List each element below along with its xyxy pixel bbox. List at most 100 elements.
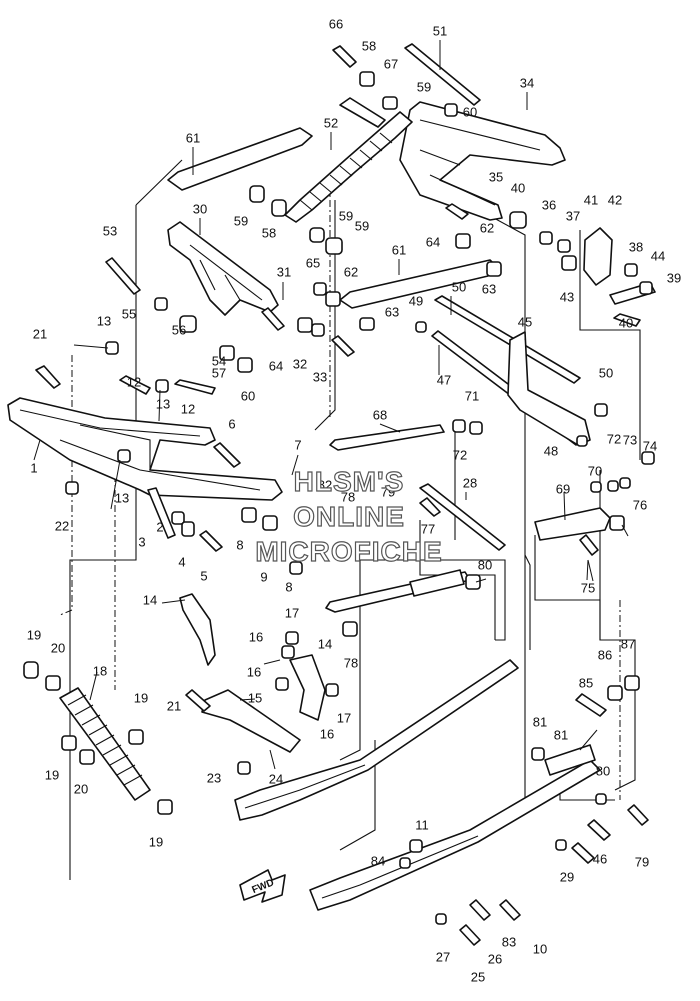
- callout-21: 21: [33, 326, 47, 341]
- left-skid-rail: [234, 659, 519, 821]
- callout-59: 59: [417, 79, 431, 94]
- callout-78: 78: [344, 655, 358, 670]
- callout-60: 60: [463, 104, 477, 119]
- callout-1: 1: [30, 460, 37, 475]
- callout-64: 64: [426, 234, 440, 249]
- callout-7: 7: [294, 437, 301, 452]
- callout-71: 71: [465, 388, 479, 403]
- callout-34: 34: [520, 75, 534, 90]
- callout-65: 65: [306, 255, 320, 270]
- callout-53: 53: [103, 223, 117, 238]
- callout-69: 69: [556, 481, 570, 496]
- right-skid-rail: [309, 759, 601, 911]
- callout-16: 16: [249, 629, 263, 644]
- callout-26: 26: [488, 951, 502, 966]
- callout-58: 58: [362, 38, 376, 53]
- hardware: [23, 45, 655, 946]
- callout-21: 21: [167, 698, 181, 713]
- callout-87: 87: [621, 636, 635, 651]
- callout-12: 12: [127, 374, 141, 389]
- callout-70: 70: [588, 463, 602, 478]
- callout-9: 9: [260, 569, 267, 584]
- callout-62: 62: [480, 220, 494, 235]
- callout-60: 60: [241, 388, 255, 403]
- part-shapes: [7, 43, 656, 911]
- callout-8: 8: [236, 537, 243, 552]
- callout-57: 57: [212, 365, 226, 380]
- callout-30: 30: [193, 201, 207, 216]
- callout-8: 8: [285, 579, 292, 594]
- callout-55: 55: [122, 306, 136, 321]
- callout-63: 63: [385, 304, 399, 319]
- callout-62: 62: [344, 264, 358, 279]
- callout-18: 18: [93, 663, 107, 678]
- callout-numbers: 1234567889101112121313131414151616161717…: [27, 16, 681, 984]
- callout-68: 68: [373, 407, 387, 422]
- watermark: HLSM'S ONLINE MICROFICHE: [255, 465, 443, 567]
- callout-80: 80: [478, 557, 492, 572]
- callout-42: 42: [608, 192, 622, 207]
- callout-6: 6: [228, 416, 235, 431]
- callout-17: 17: [337, 710, 351, 725]
- callout-19: 19: [134, 690, 148, 705]
- callout-72: 72: [453, 447, 467, 462]
- front-shock-spring: [59, 687, 151, 801]
- watermark-line-2: ONLINE: [293, 501, 405, 532]
- callout-58: 58: [262, 225, 276, 240]
- callout-19: 19: [45, 767, 59, 782]
- callout-27: 27: [436, 949, 450, 964]
- callout-23: 23: [207, 770, 221, 785]
- callout-79: 79: [635, 854, 649, 869]
- watermark-line-1: HLSM'S: [294, 466, 405, 497]
- callout-16: 16: [320, 726, 334, 741]
- callout-64: 64: [269, 358, 283, 373]
- callout-31: 31: [277, 264, 291, 279]
- callout-40: 40: [511, 180, 525, 195]
- callout-67: 67: [384, 56, 398, 71]
- callout-49: 49: [409, 293, 423, 308]
- front-a-arm: [7, 397, 283, 501]
- callout-54: 54: [212, 353, 226, 368]
- callout-37: 37: [566, 208, 580, 223]
- callout-40: 40: [619, 315, 633, 330]
- callout-77: 77: [421, 521, 435, 536]
- callout-13: 13: [156, 396, 170, 411]
- callout-20: 20: [51, 640, 65, 655]
- callout-33: 33: [313, 369, 327, 384]
- callout-59: 59: [339, 208, 353, 223]
- callout-86: 86: [598, 647, 612, 662]
- callout-19: 19: [27, 627, 41, 642]
- callout-79: 79: [381, 484, 395, 499]
- callout-72: 72: [607, 431, 621, 446]
- callout-47: 47: [437, 372, 451, 387]
- callout-19: 19: [149, 834, 163, 849]
- callout-66: 66: [329, 16, 343, 31]
- callout-56: 56: [172, 322, 186, 337]
- callout-59: 59: [234, 213, 248, 228]
- callout-25: 25: [471, 969, 485, 984]
- callout-17: 17: [285, 605, 299, 620]
- callout-81: 81: [533, 714, 547, 729]
- callout-29: 29: [560, 869, 574, 884]
- callout-22: 22: [55, 518, 69, 533]
- callout-84: 84: [371, 853, 385, 868]
- callout-73: 73: [623, 432, 637, 447]
- callout-52: 52: [324, 115, 338, 130]
- callout-78: 78: [341, 489, 355, 504]
- callout-14: 14: [318, 636, 332, 651]
- rear-shock-spring: [284, 97, 413, 223]
- callout-50: 50: [452, 279, 466, 294]
- callout-80: 80: [596, 763, 610, 778]
- callout-16: 16: [247, 664, 261, 679]
- watermark-line-3: MICROFICHE: [255, 536, 442, 567]
- callout-45: 45: [518, 314, 532, 329]
- callout-61: 61: [186, 130, 200, 145]
- callout-48: 48: [544, 443, 558, 458]
- callout-51: 51: [433, 23, 447, 38]
- callout-38: 38: [629, 239, 643, 254]
- callout-32: 32: [293, 356, 307, 371]
- callout-14: 14: [143, 592, 157, 607]
- callout-10: 10: [533, 941, 547, 956]
- callout-63: 63: [482, 281, 496, 296]
